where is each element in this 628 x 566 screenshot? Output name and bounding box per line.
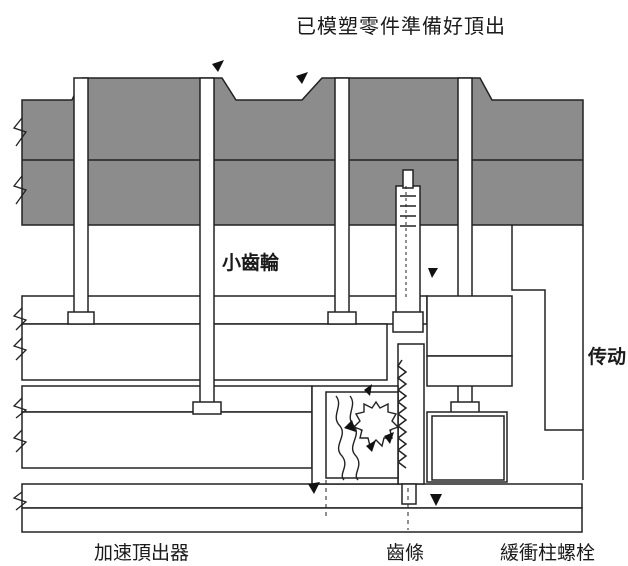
drive-housing [511, 225, 584, 480]
left-break-lines [12, 117, 28, 511]
label-buffer-bolt: 緩衝柱螺栓 [500, 542, 596, 564]
diagram-title: 已模塑零件準備好頂出 [296, 14, 506, 38]
centerlines [325, 392, 409, 530]
pointer-arrows [212, 60, 442, 506]
label-transmission: 传动 [588, 346, 627, 368]
label-pinion-gear: 小齒輪 [222, 252, 280, 274]
label-rack: 齒條 [386, 542, 425, 564]
label-accelerated-ejector: 加速頂出器 [94, 542, 190, 564]
guide-blocks [426, 295, 513, 483]
molded-part-block [21, 77, 584, 226]
plate-stack [21, 295, 583, 533]
rack-rod [392, 169, 425, 505]
